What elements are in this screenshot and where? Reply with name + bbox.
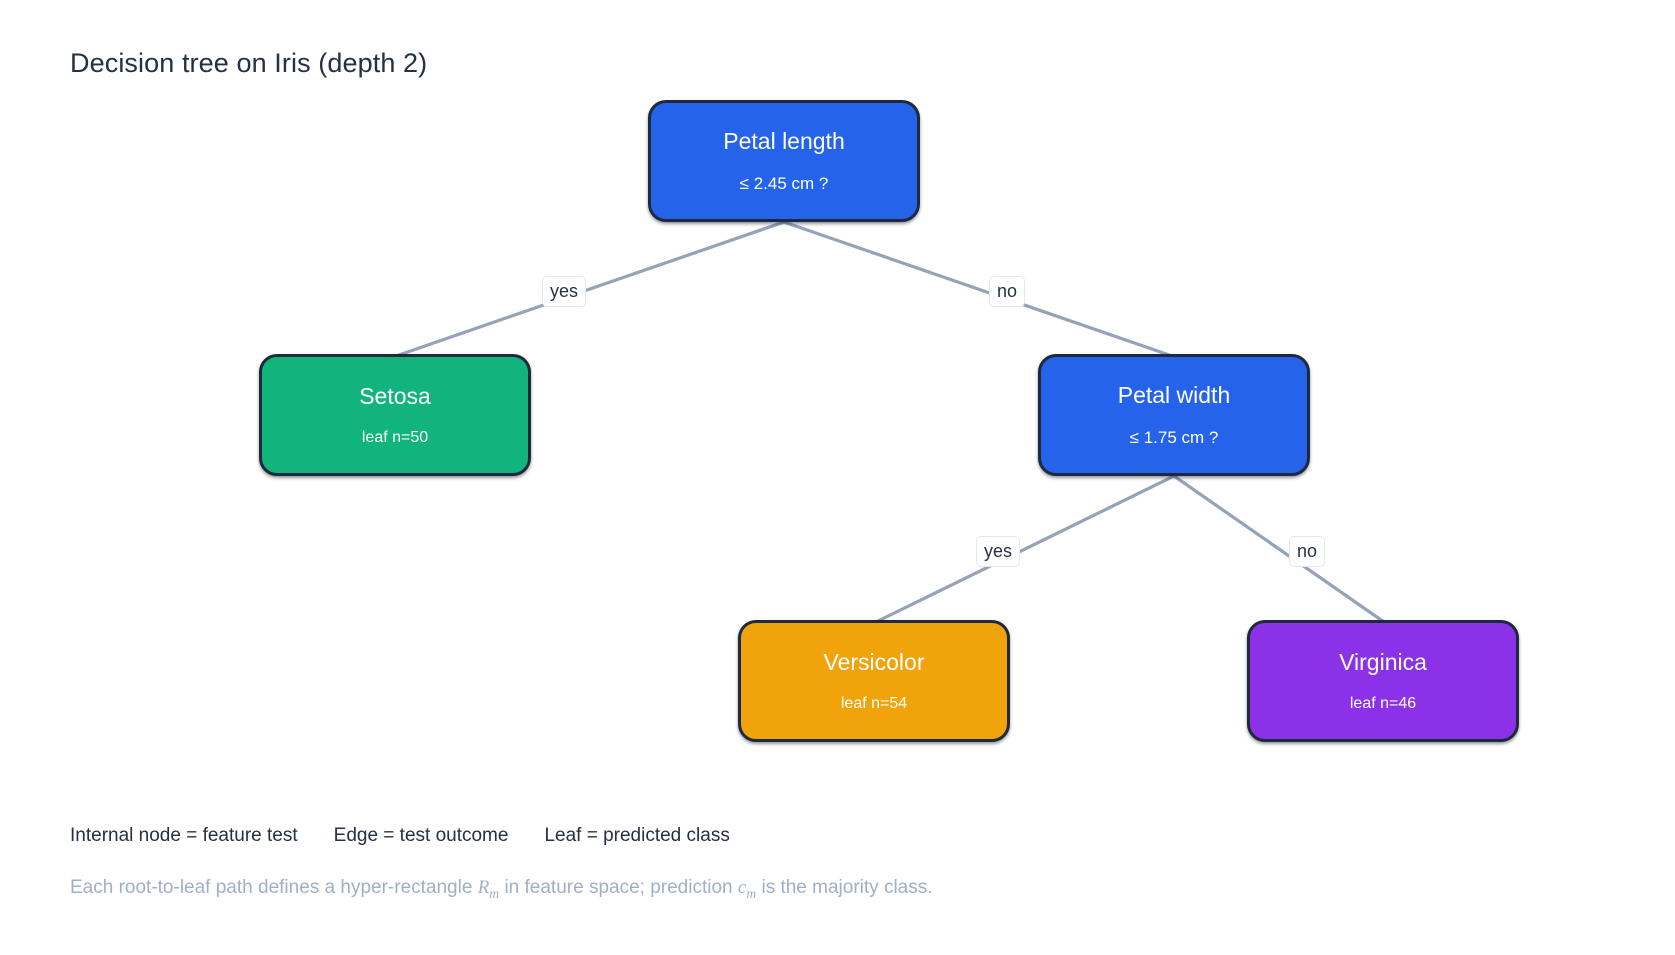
caption-var-c-base: c — [737, 877, 747, 898]
node-title: Virginica — [1339, 648, 1427, 675]
tree-node-root[interactable]: Petal length ≤ 2.45 cm ? — [648, 100, 920, 222]
caption-part-1: Each root-to-leaf path defines a hyper-r… — [70, 877, 478, 898]
tree-node-setosa[interactable]: Setosa leaf n=50 — [259, 354, 531, 476]
tree-node-versicolor[interactable]: Versicolor leaf n=54 — [738, 620, 1010, 742]
page-title: Decision tree on Iris (depth 2) — [70, 48, 428, 78]
caption-var-R: Rm — [477, 877, 500, 901]
node-leaf-count: leaf n=46 — [1349, 694, 1417, 712]
node-subtitle: ≤ 2.45 cm ? — [739, 174, 829, 193]
caption-var-c-sub: m — [746, 885, 757, 901]
legend: Internal node = feature test Edge = test… — [70, 825, 730, 847]
node-leaf-count: leaf n=54 — [840, 694, 908, 712]
node-title: Petal width — [1117, 382, 1231, 408]
edge-petalwidth-virginica — [1172, 474, 1386, 624]
node-title: Petal length — [723, 128, 845, 154]
edge-label-petalwidth-no: no — [1289, 536, 1326, 567]
legend-item-internal-node: Internal node = feature test — [70, 825, 298, 846]
node-title: Versicolor — [823, 648, 925, 675]
node-subtitle: ≤ 1.75 cm ? — [1129, 428, 1219, 447]
edge-root-setosa — [394, 220, 786, 358]
caption-var-R-base: R — [477, 877, 490, 898]
edge-label-root-yes: yes — [542, 276, 587, 307]
caption-var-c: cm — [737, 877, 757, 901]
caption-var-R-sub: m — [489, 885, 500, 901]
tree-node-petal-width[interactable]: Petal width ≤ 1.75 cm ? — [1038, 354, 1310, 476]
caption-part-2: in feature space; prediction — [499, 877, 738, 898]
caption-part-3: is the majority class. — [756, 877, 933, 898]
tree-node-virginica[interactable]: Virginica leaf n=46 — [1247, 620, 1519, 742]
node-title: Setosa — [359, 382, 431, 409]
edge-petalwidth-versicolor — [874, 474, 1176, 624]
edge-label-petalwidth-yes: yes — [976, 536, 1021, 567]
node-leaf-count: leaf n=50 — [361, 428, 429, 446]
legend-item-edge: Edge = test outcome — [333, 825, 509, 846]
legend-item-leaf: Leaf = predicted class — [544, 825, 730, 846]
edge-root-petalwidth — [782, 220, 1174, 358]
edge-label-root-no: no — [989, 276, 1026, 307]
caption: Each root-to-leaf path defines a hyper-r… — [70, 877, 933, 902]
